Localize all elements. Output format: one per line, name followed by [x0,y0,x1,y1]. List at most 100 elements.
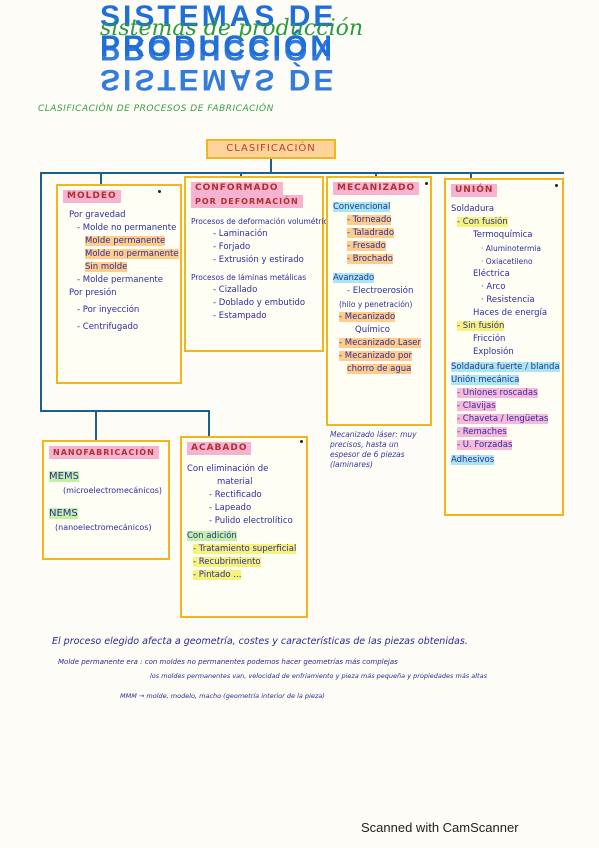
conformado-box: CONFORMADO POR DEFORMACIÓN Procesos de d… [184,176,333,352]
mecanizado-line: - Mecanizado Laser [339,338,422,348]
bottom-note-2: Molde permanente era : con moldes no per… [58,658,398,666]
union-line: · Resistencia [481,295,535,305]
moldeo-line: - Centrifugado [77,322,139,332]
mecanizado-line: - Torneado [347,215,392,225]
nano-line: NEMS [49,508,78,519]
acabado-line: - Pintado ... [193,570,242,580]
union-heading: UNIÓN [451,184,498,197]
mecanizado-box: MECANIZADO Convencional - Torneado - Tal… [326,176,432,426]
moldeo-line: Por gravedad [69,210,126,220]
acabado-line: - Lapeado [209,503,252,513]
acabado-box: ACABADO Con eliminación de material - Re… [180,436,308,618]
union-line: Eléctrica [473,269,510,279]
document-title: SISTEMAS DE PRODUCCIÓN SISTEMAS DE PRODU… [100,0,500,97]
moldeo-line: Por presión [69,288,117,298]
conformado-line: - Doblado y embutido [213,298,306,308]
nanofabricacion-box: NANOFABRICACIÓN MEMS (microelectromecáni… [42,440,170,560]
conformado-line: - Cizallado [213,285,258,295]
conformado-line: - Estampado [213,311,267,321]
connector-left-vertical [40,172,42,412]
moldeo-line: - Molde permanente [77,275,164,285]
acabado-line: - Recubrimiento [193,557,261,567]
union-line: Fricción [473,334,506,344]
acabado-line: - Rectificado [209,490,262,500]
marker-dot [158,190,161,193]
acabado-line: Con adición [187,531,237,541]
union-line: - Clavijas [457,401,496,411]
union-line: · Aluminotermia [481,244,541,253]
bottom-note-1: El proceso elegido afecta a geometría, c… [52,636,468,647]
union-line: - Remaches [457,427,507,437]
title-script: sistemas de producción [100,16,364,41]
mecanizado-line: - Mecanizado [339,312,396,322]
mecanizado-heading: MECANIZADO [333,182,420,195]
nano-line: MEMS [49,471,79,482]
title-outline-mirror: SISTEMAS DE PRODUCCIÓN [100,33,337,96]
mecanizado-note: Mecanizado láser: muy precisos, hasta un… [330,430,417,469]
nano-heading: NANOFABRICACIÓN [49,446,159,459]
connector-acabado [208,410,210,440]
union-line: Explosión [473,347,514,357]
bottom-note-4: MMM → molde, modelo, macho (geometría in… [120,692,325,700]
union-line: · Arco [481,282,506,292]
union-line: - Uniones roscadas [457,388,538,398]
union-line: Soldadura [451,204,495,214]
connector-union [470,172,472,182]
connector-moldeo [100,172,102,186]
connector-mid-horizontal [40,410,210,412]
mecanizado-line: Químico [355,325,390,335]
mecanizado-line: chorro de agua [347,364,412,374]
connector-nano [95,410,97,440]
union-line: - U. Forzadas [457,440,513,450]
mecanizado-line: - Fresado [347,241,386,251]
acabado-line: material [217,477,253,487]
connector-conformado [240,172,242,176]
conformado-heading-2: POR DEFORMACIÓN [191,195,303,208]
title-outline: SISTEMAS DE PRODUCCIÓN [100,0,337,63]
union-line: Unión mecánica [451,375,520,385]
union-line: Termoquímica [473,230,533,240]
mecanizado-line: - Electroerosión [347,286,414,296]
union-box: UNIÓN Soldadura - Con fusión Termoquímic… [444,178,564,516]
moldeo-line: Molde permanente [85,236,166,246]
nano-line: (microelectromecánicos) [63,486,163,495]
scanner-watermark: Scanned with CamScanner [361,820,519,835]
marker-dot [300,440,303,443]
mecanizado-line: Avanzado [333,273,375,283]
conformado-line: Procesos de láminas metálicas [191,273,307,282]
moldeo-line: Sin molde [85,262,128,272]
connector-root-down [270,159,272,173]
union-line: - Sin fusión [457,321,505,331]
moldeo-heading: MOLDEO [63,190,121,203]
conformado-line: - Extrusión y estirado [213,255,304,265]
connector-top-horizontal [40,172,564,174]
bottom-note-3: los moldes permanentes van, velocidad de… [150,672,487,680]
acabado-line: Con eliminación de [187,464,269,474]
marker-dot [425,182,428,185]
moldeo-line: Molde no permanente [85,249,179,259]
conformado-line: - Laminación [213,229,268,239]
union-line: - Con fusión [457,217,508,227]
union-line: Soldadura fuerte / blanda [451,362,560,372]
root-node: CLASIFICACIÓN [206,139,336,159]
acabado-heading: ACABADO [187,442,252,455]
acabado-line: - Tratamiento superficial [193,544,297,554]
mecanizado-line: (hilo y penetración) [339,300,413,309]
conformado-line: Procesos de deformación volumétrica [191,217,333,226]
marker-dot [555,184,558,187]
moldeo-line: - Molde no permanente [77,223,177,233]
conformado-heading: CONFORMADO [191,182,283,195]
moldeo-box: MOLDEO Por gravedad - Molde no permanent… [56,184,182,384]
nano-line: (nanoelectromecánicos) [55,523,152,532]
moldeo-line: - Por inyección [77,305,140,315]
acabado-line: - Pulido electrolítico [209,516,293,526]
conformado-line: - Forjado [213,242,251,252]
union-line: · Oxiacetileno [481,257,533,266]
subtitle: CLASIFICACIÓN DE PROCESOS DE FABRICACIÓN [38,104,274,114]
mecanizado-line: - Brochado [347,254,393,264]
connector-mecanizado [375,172,377,176]
mecanizado-line: - Mecanizado por [339,351,413,361]
union-line: Haces de energía [473,308,548,318]
union-line: Adhesivos [451,455,495,465]
mecanizado-line: Convencional [333,202,391,212]
